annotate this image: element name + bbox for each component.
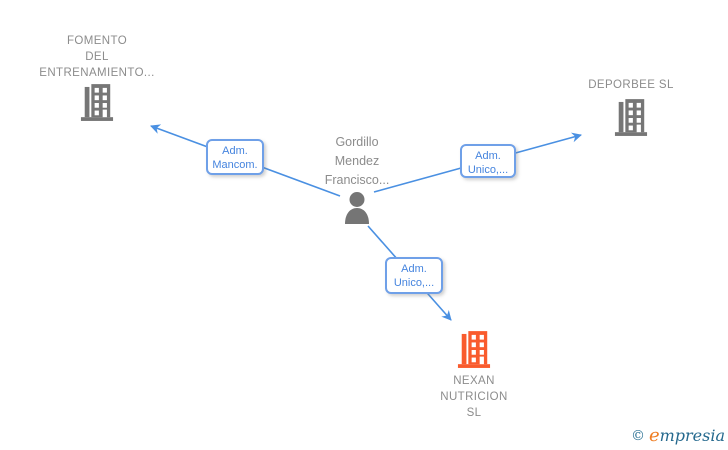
building-icon[interactable] bbox=[80, 84, 114, 122]
person-node-gordillo[interactable]: Gordillo Mendez Francisco... bbox=[277, 133, 437, 225]
edge-label-adm-mancom[interactable]: Adm. Mancom. bbox=[206, 139, 264, 175]
company-name: NEXAN NUTRICION SL bbox=[440, 375, 508, 419]
company-node-deporbee[interactable]: DEPORBEE SL bbox=[561, 77, 701, 137]
edge-label-text: Unico,... bbox=[393, 277, 435, 289]
edge-label-adm-unico-right[interactable]: Adm. Unico,... bbox=[460, 144, 516, 178]
edge-label-adm-unico-bottom[interactable]: Adm. Unico,... bbox=[385, 257, 443, 294]
building-icon[interactable] bbox=[457, 331, 491, 369]
edge-label-text: Unico,... bbox=[467, 164, 509, 176]
company-node-fomento[interactable]: FOMENTO DEL ENTRENAMIENTO... bbox=[22, 33, 172, 122]
edge-label-text: Mancom. bbox=[212, 159, 258, 171]
person-icon[interactable] bbox=[341, 191, 373, 225]
copyright-symbol: © bbox=[630, 428, 645, 444]
person-name: Gordillo Mendez Francisco... bbox=[324, 135, 390, 187]
edge-label-text: Adm. bbox=[475, 150, 501, 162]
company-name: FOMENTO DEL ENTRENAMIENTO... bbox=[39, 35, 155, 79]
empresia-watermark: ©empresia bbox=[630, 425, 725, 446]
building-icon[interactable] bbox=[614, 99, 648, 137]
company-node-nexan[interactable]: NEXAN NUTRICION SL bbox=[399, 331, 549, 421]
brand-logo-text: e bbox=[648, 425, 660, 446]
company-name: DEPORBEE SL bbox=[588, 79, 674, 91]
edge-label-text: Adm. bbox=[222, 145, 248, 157]
edge-label-text: Adm. bbox=[401, 263, 427, 275]
